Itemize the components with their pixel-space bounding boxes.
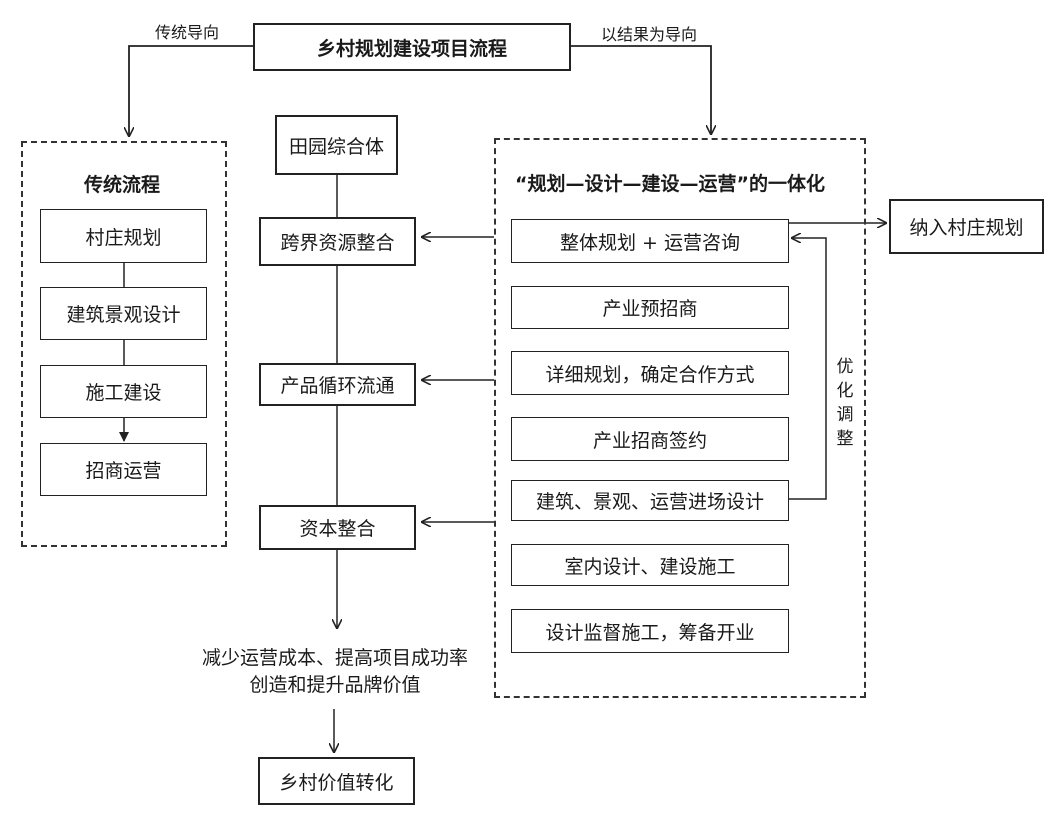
branch-left-arrow bbox=[129, 45, 253, 136]
rural-value-node: 乡村价值转化 bbox=[258, 757, 415, 805]
integrated-step: 产业预招商 bbox=[511, 286, 789, 329]
branch-right-label: 以结果为导向 bbox=[601, 25, 698, 44]
resource-integration-node: 跨界资源整合 bbox=[259, 217, 416, 266]
integrated-step: 室内设计、建设施工 bbox=[511, 544, 789, 586]
feedback-loop-arrow bbox=[789, 238, 827, 500]
outcome-line-2: 创造和提升品牌价值 bbox=[249, 674, 421, 696]
traditional-step: 村庄规划 bbox=[40, 209, 207, 263]
integrated-step: 产业招商签约 bbox=[511, 417, 789, 461]
rural-complex-node: 田园综合体 bbox=[275, 115, 398, 175]
traditional-step: 建筑景观设计 bbox=[40, 287, 207, 340]
village-planning-node: 纳入村庄规划 bbox=[889, 199, 1044, 254]
traditional-heading: 传统流程 bbox=[84, 174, 161, 196]
traditional-step: 招商运营 bbox=[40, 443, 207, 496]
branch-left-label: 传统导向 bbox=[155, 23, 220, 42]
outcome-line-1: 减少运营成本、提高项目成功率 bbox=[201, 647, 468, 669]
integrated-step: 设计监督施工，筹备开业 bbox=[511, 609, 789, 653]
product-circulation-node: 产品循环流通 bbox=[259, 363, 416, 406]
integrated-panel bbox=[494, 138, 866, 698]
traditional-step: 施工建设 bbox=[40, 365, 207, 418]
integrated-step: 整体规划 + 运营咨询 bbox=[511, 219, 789, 263]
main-title: 乡村规划建设项目流程 bbox=[253, 23, 571, 71]
integrated-heading: “规划—设计—建设—运营”的一体化 bbox=[515, 173, 825, 195]
integrated-step: 详细规划，确定合作方式 bbox=[511, 351, 789, 395]
optimize-adjust-label: 优 化 调 整 bbox=[836, 357, 854, 449]
capital-integration-node: 资本整合 bbox=[259, 505, 416, 550]
integrated-step: 建筑、景观、运营进场设计 bbox=[511, 480, 789, 521]
branch-right-arrow bbox=[571, 45, 711, 134]
traditional-panel bbox=[21, 141, 227, 547]
